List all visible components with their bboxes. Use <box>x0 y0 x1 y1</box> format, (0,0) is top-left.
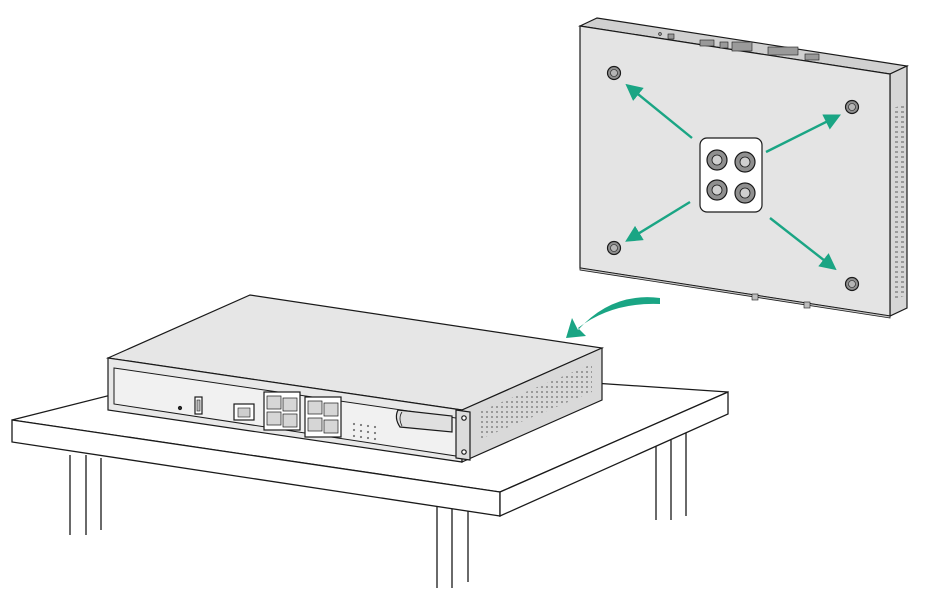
table-leg-front-left <box>436 495 469 588</box>
ethernet-port <box>282 413 298 428</box>
bottom-view-side-vents <box>894 104 904 300</box>
console-port-inner <box>237 407 251 418</box>
device-side-vents <box>478 364 592 440</box>
bracket-screw-bottom <box>461 449 467 455</box>
ethernet-port <box>307 417 323 432</box>
network-device <box>105 294 605 463</box>
curved-arrow-icon <box>566 297 660 338</box>
table-leg-back-left <box>69 455 102 535</box>
arrow-to-top-right <box>765 114 842 154</box>
arrow-to-top-left <box>625 83 693 139</box>
rubber-foot-icon <box>706 149 756 204</box>
expansion-slot-recess <box>399 411 403 427</box>
ethernet-port-group-2 <box>304 396 342 438</box>
arrow-to-bottom-right <box>769 217 837 271</box>
arrow-to-bottom-left <box>625 200 691 242</box>
ethernet-port <box>307 400 323 415</box>
bottom-view-rear-rim <box>579 267 891 319</box>
ethernet-port <box>323 402 339 417</box>
status-led-grid <box>352 422 377 441</box>
bottom-view-port-details <box>658 32 820 61</box>
table-leg-back-right <box>655 432 687 520</box>
ethernet-port <box>282 397 298 412</box>
expansion-slot <box>395 409 453 433</box>
ethernet-port <box>323 419 339 434</box>
ethernet-port <box>266 395 282 410</box>
ethernet-port <box>266 411 282 426</box>
bottom-edge-tab <box>751 293 759 301</box>
reset-pinhole <box>177 405 183 411</box>
ethernet-port-group-1 <box>263 391 301 431</box>
bottom-edge-tab <box>803 301 811 309</box>
rubber-feet-sheet <box>699 137 763 213</box>
bracket-screw-top <box>461 415 467 421</box>
table-edge-right <box>499 391 729 518</box>
device-front-bracket <box>455 409 471 461</box>
foot-placement-arrows <box>625 83 842 271</box>
usb-port-inner <box>196 399 201 412</box>
device-bottom-view <box>577 17 910 319</box>
